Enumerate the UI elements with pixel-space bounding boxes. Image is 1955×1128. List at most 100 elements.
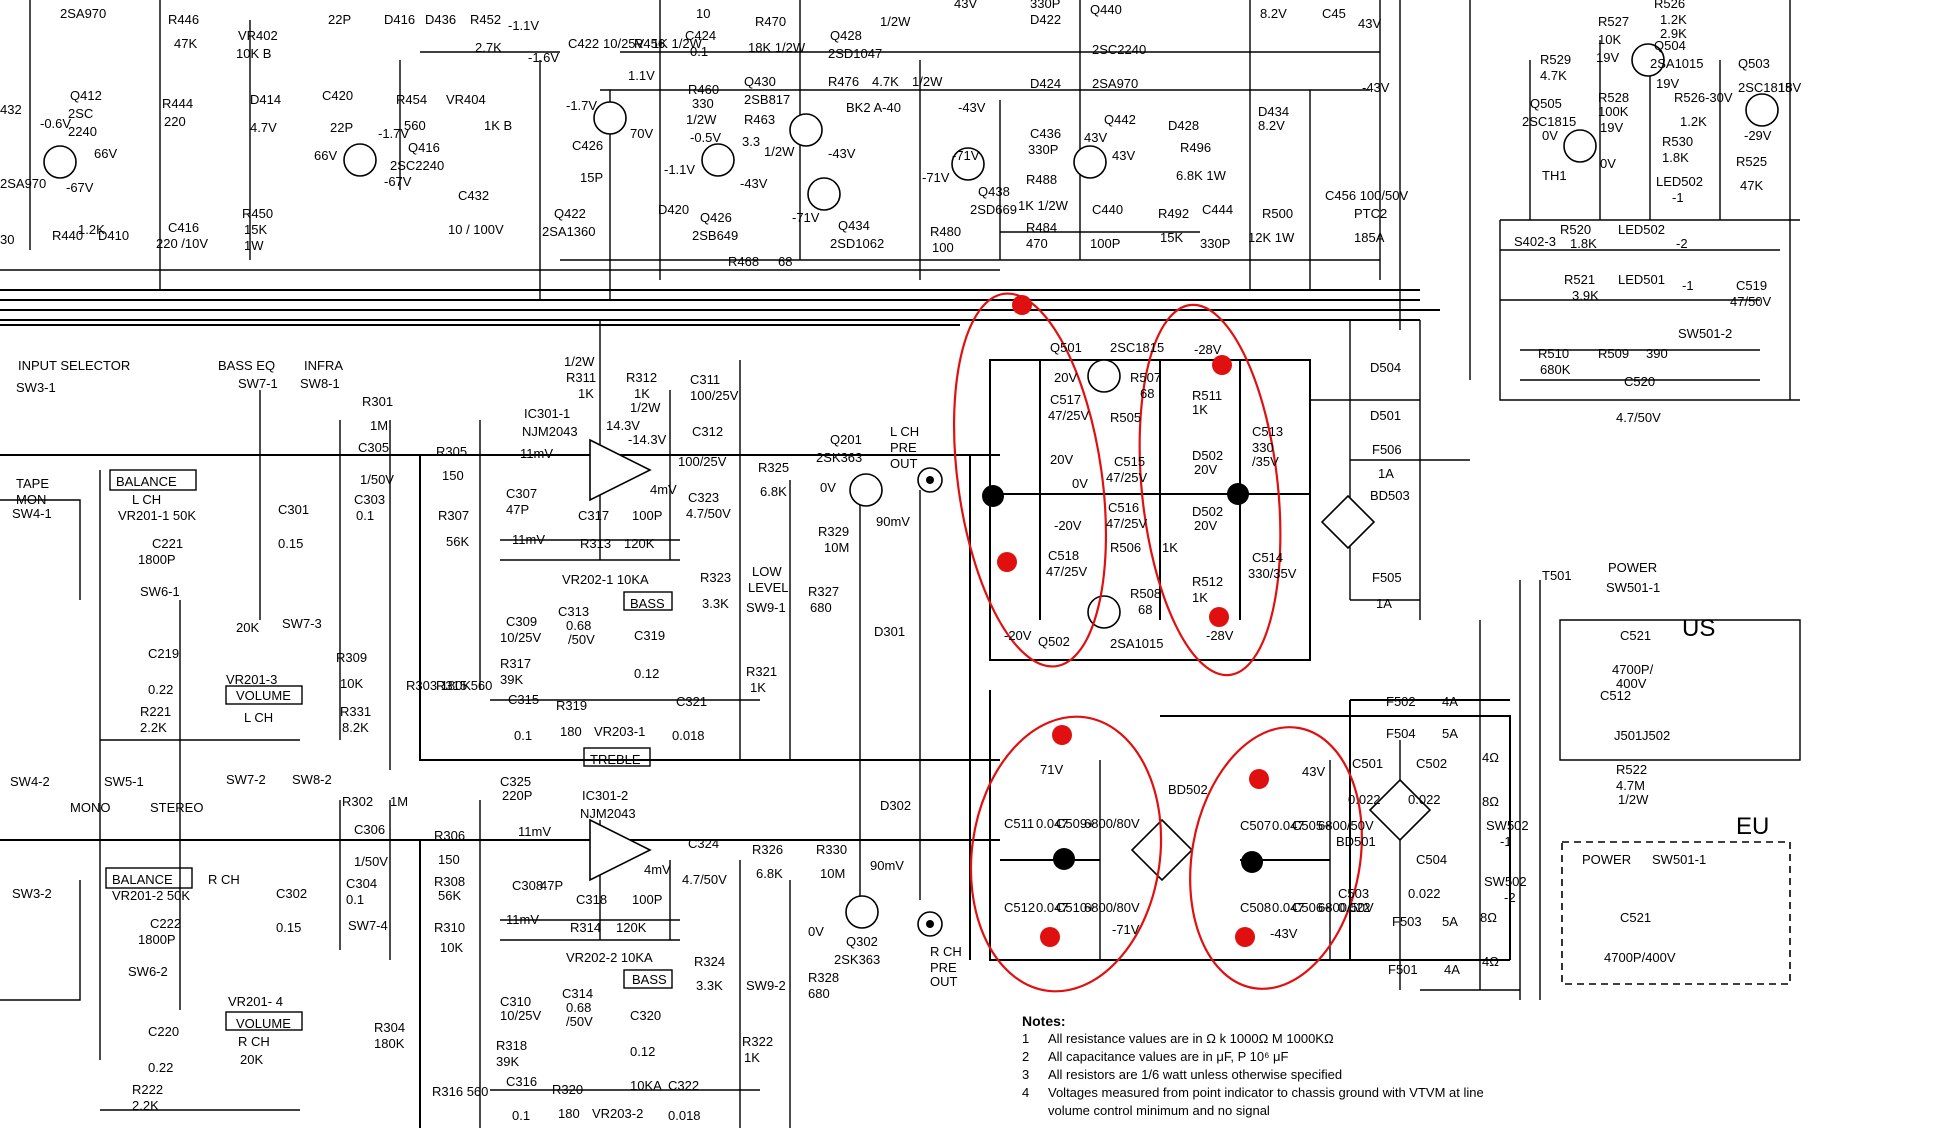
component-label: D414 bbox=[250, 92, 281, 107]
component-label: C516 bbox=[1108, 500, 1139, 515]
red-marker-dots bbox=[997, 295, 1269, 947]
component-label: R446 bbox=[168, 12, 199, 27]
component-label: 0.22 bbox=[148, 1060, 173, 1075]
component-label: 330/35V bbox=[1248, 566, 1297, 581]
component-label: SW7-4 bbox=[348, 918, 388, 933]
component-label: 90mV bbox=[876, 514, 910, 529]
component-label: 2240 bbox=[68, 124, 97, 139]
component-label: -14.3V bbox=[628, 432, 667, 447]
component-label: 330P bbox=[1200, 236, 1230, 251]
component-label: R525 bbox=[1736, 154, 1767, 169]
component-label: R500 bbox=[1262, 206, 1293, 221]
component-label: 1K 1/2W bbox=[652, 36, 703, 51]
component-label: 0V bbox=[820, 480, 836, 495]
component-label: 39K bbox=[500, 672, 523, 687]
component-label: NJM2043 bbox=[522, 424, 578, 439]
component-label: C318 bbox=[576, 892, 607, 907]
component-label: -43V bbox=[1362, 80, 1390, 95]
component-label: 2.2K bbox=[132, 1098, 159, 1113]
component-label: R522 bbox=[1616, 762, 1647, 777]
component-label: 2SK363 bbox=[816, 450, 862, 465]
component-label: C501 bbox=[1352, 756, 1383, 771]
component-label: POWER bbox=[1608, 560, 1657, 575]
component-label: 22P bbox=[330, 120, 353, 135]
component-label: SW502 bbox=[1486, 818, 1529, 833]
component-label: 2SA1015 bbox=[1110, 636, 1164, 651]
component-label: C506+ bbox=[1292, 900, 1331, 915]
component-label: C325 bbox=[500, 774, 531, 789]
component-label: 330P bbox=[1028, 142, 1058, 157]
component-label: SW9-1 bbox=[746, 600, 786, 615]
component-label: 0.68 bbox=[566, 1000, 591, 1015]
component-label: LED501 bbox=[1618, 272, 1665, 287]
wiring bbox=[0, 0, 1801, 1128]
component-label: R322 bbox=[742, 1034, 773, 1049]
component-label: 150 bbox=[442, 468, 464, 483]
component-label: 47/25V bbox=[1048, 408, 1090, 423]
component-label: 47P bbox=[506, 502, 529, 517]
component-label: R221 bbox=[140, 704, 171, 719]
component-label: Q440 bbox=[1090, 2, 1122, 17]
component-label: C314 bbox=[562, 986, 593, 1001]
component-label: R496 bbox=[1180, 140, 1211, 155]
component-label: -43V bbox=[828, 146, 856, 161]
component-label: Q412 bbox=[70, 88, 102, 103]
component-label: 68 bbox=[1140, 386, 1154, 401]
component-label: 47K bbox=[1740, 178, 1763, 193]
component-label: 47K bbox=[174, 36, 197, 51]
notes-title: Notes: bbox=[1022, 1013, 1066, 1029]
component-label: STEREO bbox=[150, 800, 203, 815]
component-label: 1800P bbox=[138, 552, 176, 567]
boxed-labels bbox=[105, 469, 1791, 1031]
component-label: 10 / 100V bbox=[448, 222, 504, 237]
component-label: -0.5V bbox=[690, 130, 721, 145]
component-label: 1K B bbox=[484, 118, 512, 133]
component-label: C220 bbox=[148, 1024, 179, 1039]
component-label: R CH bbox=[930, 944, 962, 959]
component-label: Q302 bbox=[846, 934, 878, 949]
component-label: 10K bbox=[1598, 32, 1621, 47]
component-label: SW8-1 bbox=[300, 376, 340, 391]
component-label: 2SA970 bbox=[1092, 76, 1138, 91]
component-label: 560 bbox=[404, 118, 426, 133]
component-label: F502 bbox=[1386, 694, 1416, 709]
component-label: 8.2K bbox=[342, 720, 369, 735]
component-label: VR201-2 50K bbox=[112, 888, 190, 903]
component-label: 4.7/50V bbox=[682, 872, 727, 887]
component-label: R521 bbox=[1564, 272, 1595, 287]
component-label: L CH bbox=[244, 710, 273, 725]
component-label: R316 560 bbox=[432, 1084, 488, 1099]
component-label: R313 bbox=[580, 536, 611, 551]
component-label: 19V bbox=[1596, 50, 1619, 65]
component-label: 0V bbox=[1542, 128, 1558, 143]
component-label: 8.2V bbox=[1258, 118, 1285, 133]
component-label: 1K bbox=[634, 386, 650, 401]
component-label: R327 bbox=[808, 584, 839, 599]
component-label: 11mV bbox=[506, 912, 539, 927]
component-label: R510 bbox=[1538, 346, 1569, 361]
component-label: 2SA970 bbox=[60, 6, 106, 21]
component-label: R444 bbox=[162, 96, 193, 111]
component-label: C320 bbox=[630, 1008, 661, 1023]
component-label: 0.1 bbox=[346, 892, 364, 907]
component-label: 680 bbox=[808, 986, 830, 1001]
component-label: 1K bbox=[578, 386, 594, 401]
component-label: C319 bbox=[634, 628, 665, 643]
component-label: R309 bbox=[336, 650, 367, 665]
component-label: C317 bbox=[578, 508, 609, 523]
component-label: PTC2 bbox=[1354, 206, 1387, 221]
component-label: 19V bbox=[1600, 120, 1623, 135]
component-label: 2.2K bbox=[140, 720, 167, 735]
component-label: 66V bbox=[314, 148, 337, 163]
component-label: POWER bbox=[1582, 852, 1631, 867]
component-label: 4.7V bbox=[250, 120, 277, 135]
component-label: 39K bbox=[496, 1054, 519, 1069]
component-label: R308 bbox=[434, 874, 465, 889]
component-label: 47P bbox=[540, 878, 563, 893]
component-label: 1.2K bbox=[1660, 12, 1687, 27]
component-label: BASS EQ bbox=[218, 358, 275, 373]
component-label: 20V bbox=[1050, 452, 1073, 467]
